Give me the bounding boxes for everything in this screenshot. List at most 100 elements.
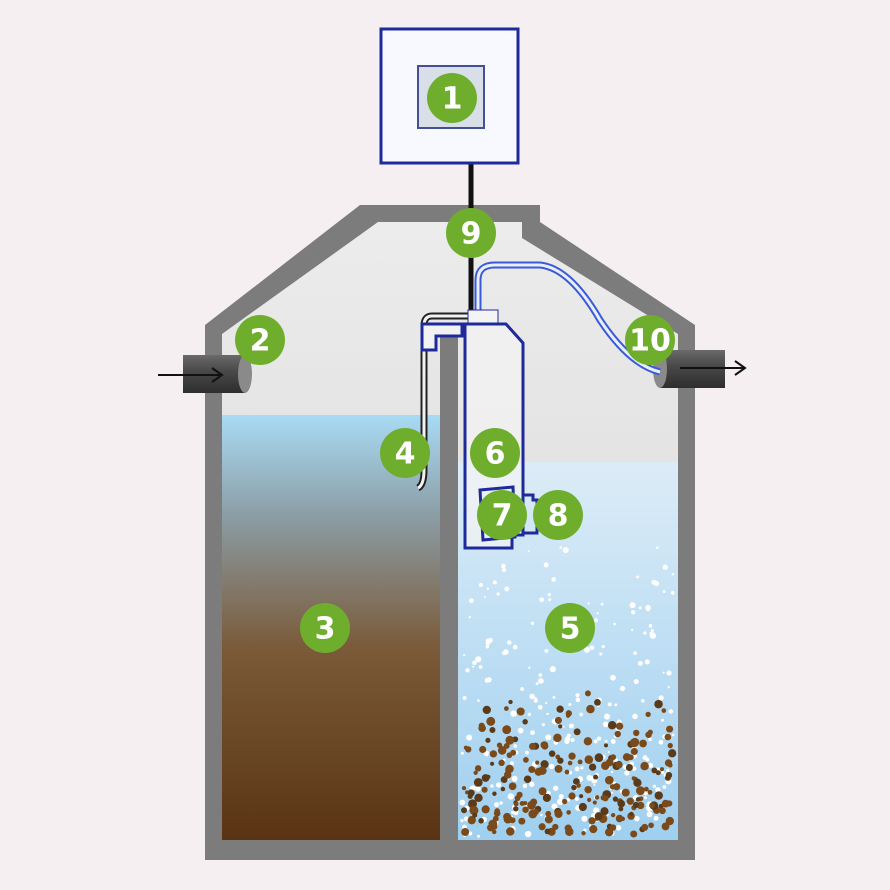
sludge-particle (467, 816, 476, 825)
air-bubble (624, 770, 630, 776)
air-bubble (492, 580, 497, 585)
air-bubble (579, 712, 584, 717)
sludge-particle (544, 815, 553, 824)
sludge-particle (610, 754, 617, 761)
air-bubble (601, 645, 605, 649)
sludge-particle (612, 796, 619, 802)
air-bubble (535, 682, 539, 685)
air-bubble (637, 660, 643, 666)
sludge-particle (544, 828, 551, 835)
sludge-particle (568, 792, 576, 800)
sludge-particle (594, 698, 601, 706)
air-bubble (469, 598, 474, 603)
label-number: 1 (442, 82, 463, 117)
air-bubble (640, 699, 645, 703)
label-badge-outlet: 10 (625, 315, 675, 365)
air-bubble (655, 787, 661, 793)
air-bubble (510, 710, 517, 717)
air-bubble (638, 606, 642, 610)
air-bubble (614, 703, 618, 707)
label-number: 9 (461, 217, 482, 252)
sludge-particle (461, 828, 470, 837)
sludge-particle (565, 827, 574, 836)
air-bubble (648, 737, 652, 742)
sludge-particle (481, 805, 490, 814)
label-number: 3 (315, 612, 336, 647)
sludge-particle (554, 809, 563, 818)
sludge-particle (605, 758, 614, 767)
chamber-divider (440, 330, 458, 845)
sludge-particle (523, 757, 529, 763)
air-bubble (610, 770, 614, 774)
air-bubble (643, 631, 647, 635)
sludge-particle (632, 801, 640, 809)
sludge-particle (486, 774, 491, 780)
air-bubble (502, 651, 506, 656)
sludge-particle (538, 766, 547, 775)
air-bubble (468, 831, 473, 836)
sludge-particle (594, 795, 600, 800)
sludge-particle (589, 825, 598, 834)
air-bubble (589, 645, 595, 651)
sludge-particle (565, 713, 571, 718)
air-bubble (475, 786, 481, 792)
sludge-particle (506, 752, 513, 759)
sludge-particle (636, 801, 645, 810)
sludge-particle (584, 690, 591, 697)
sludge-particle (528, 809, 538, 819)
air-bubble (568, 723, 574, 729)
air-bubble (645, 757, 650, 762)
air-bubble (527, 712, 532, 717)
label-badge-inlet: 2 (235, 315, 285, 365)
air-bubble (538, 673, 543, 678)
air-bubble (551, 577, 556, 582)
sludge-particle (503, 812, 511, 821)
air-bubble (631, 628, 634, 632)
air-bubble (559, 546, 563, 549)
sludge-particle (610, 812, 616, 818)
sludge-particle (556, 705, 564, 713)
sludge-particle (588, 817, 596, 825)
air-bubble (583, 828, 587, 832)
sludge-particle (648, 822, 654, 829)
sludge-particle (629, 811, 634, 816)
air-bubble (607, 751, 610, 754)
air-bubble (596, 612, 599, 615)
air-bubble (646, 811, 653, 818)
air-bubble (485, 638, 490, 643)
label-badge-pump: 7 (477, 490, 527, 540)
air-bubble (504, 586, 510, 592)
label-badge-aeration-chamber: 5 (545, 603, 595, 653)
air-bubble (548, 763, 555, 770)
air-bubble (529, 781, 535, 787)
air-bubble (524, 750, 529, 755)
sludge-particle (530, 798, 538, 806)
air-bubble (463, 653, 466, 657)
air-bubble (662, 671, 665, 674)
sludge-particle (661, 708, 667, 713)
air-bubble (662, 785, 667, 789)
air-bubble (667, 686, 670, 689)
air-bubble (649, 631, 654, 636)
sludge-particle (607, 720, 617, 730)
sludge-particle (477, 795, 483, 801)
air-bubble (485, 644, 490, 649)
sludge-particle (492, 791, 497, 796)
sludge-particle (491, 829, 497, 835)
air-bubble (606, 813, 609, 816)
air-bubble (615, 825, 622, 831)
sludge-particle (513, 806, 519, 812)
air-bubble (466, 734, 473, 741)
air-bubble (599, 652, 603, 656)
air-bubble (562, 546, 569, 553)
air-bubble (610, 739, 616, 744)
sludge-particle (488, 819, 498, 829)
air-bubble (653, 815, 659, 821)
air-bubble (478, 582, 484, 588)
sludge-particle (666, 725, 674, 733)
sludge-particle (636, 786, 645, 795)
sludge-particle (577, 759, 583, 765)
sludge-particle (573, 728, 581, 736)
sludge-particle (528, 766, 536, 774)
air-bubble (574, 796, 579, 801)
